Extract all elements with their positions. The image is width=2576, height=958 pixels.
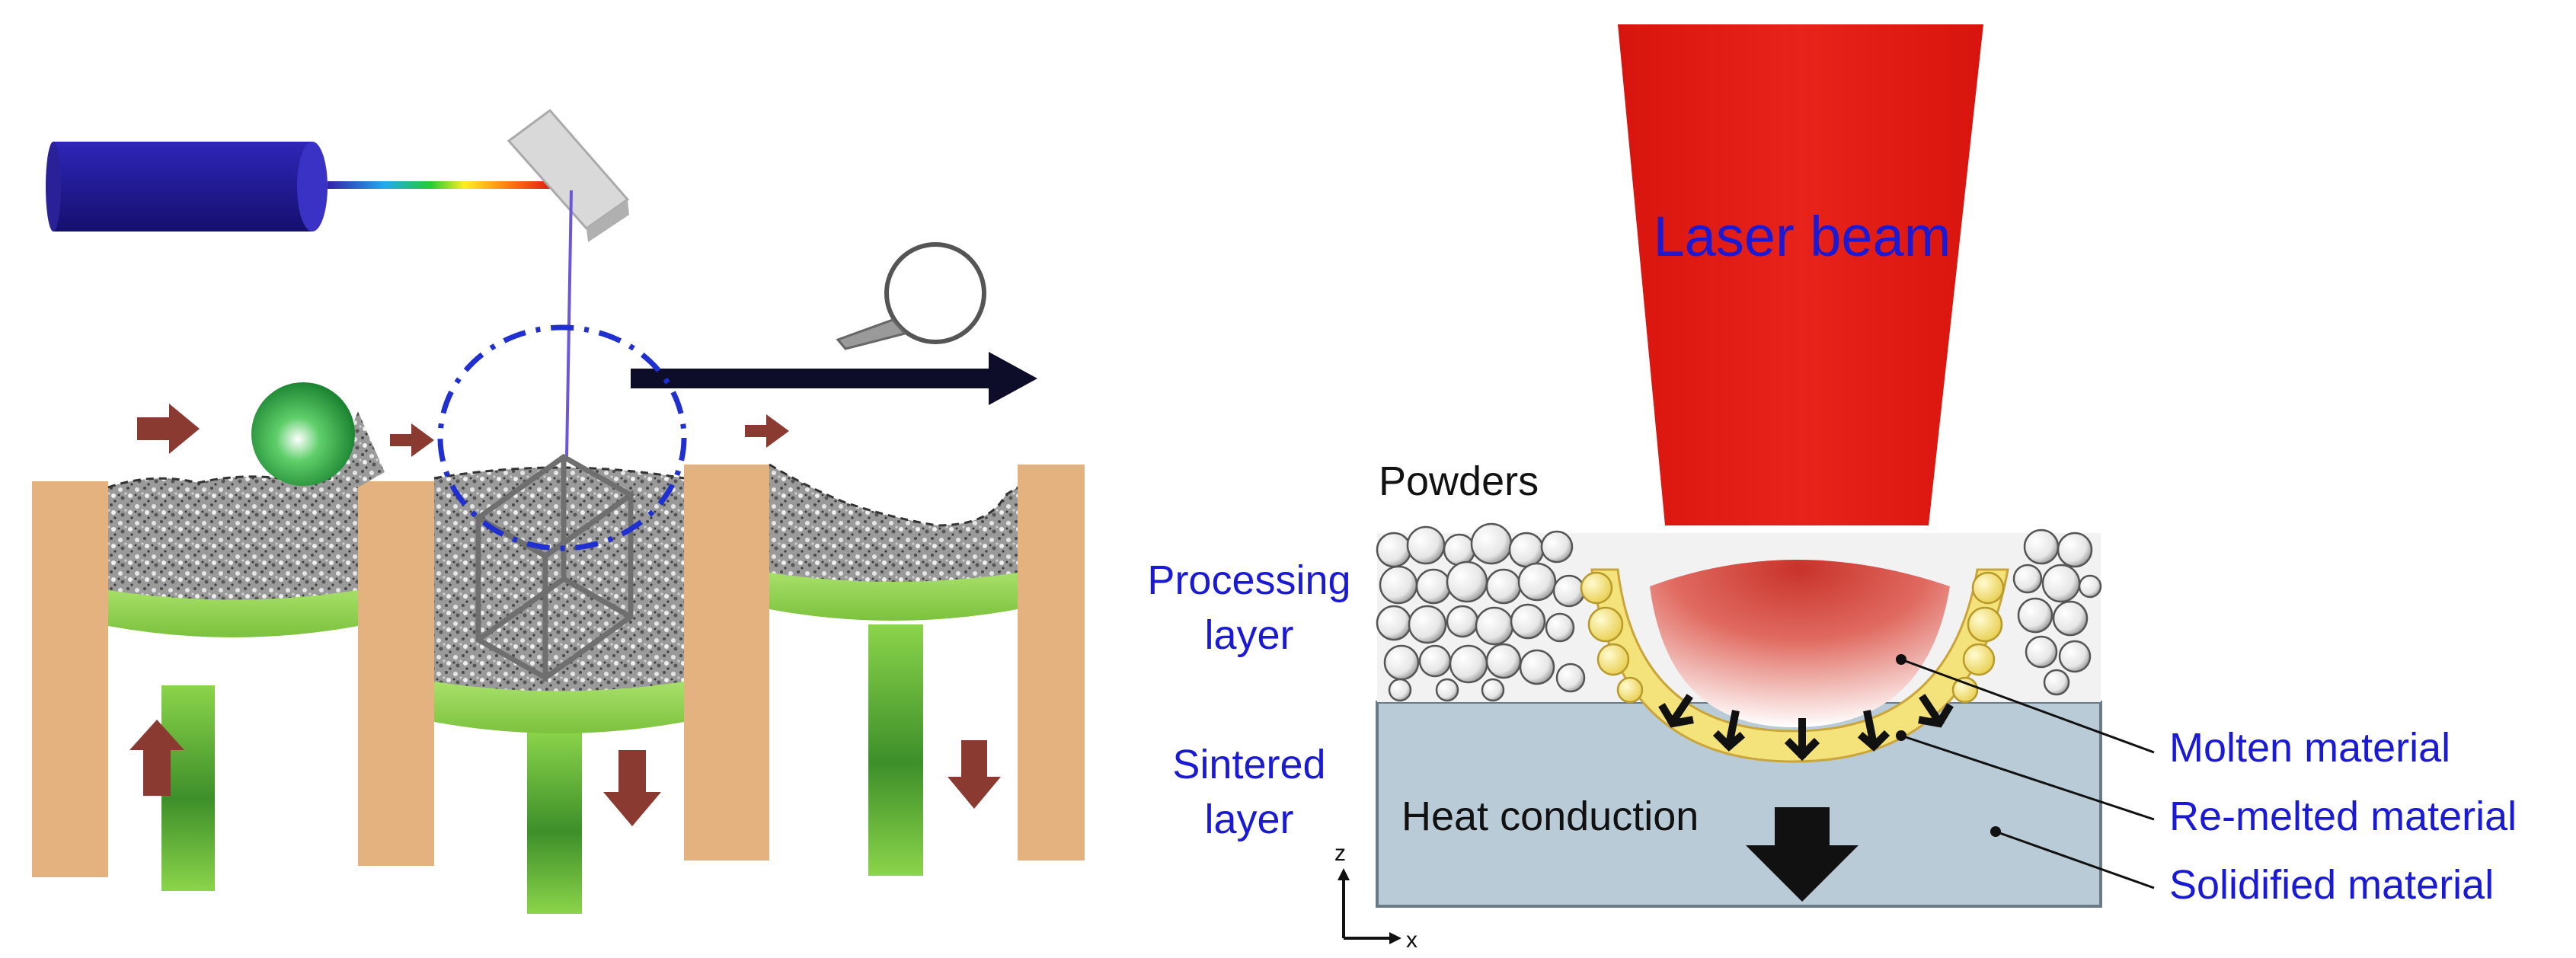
mirror-icon: [507, 108, 630, 242]
arrow-up-left: [129, 720, 184, 796]
arrow-down-mid: [603, 750, 661, 826]
axis-indicator: [1338, 868, 1401, 944]
zoom-arrow: [631, 352, 1037, 405]
overflow-chamber: [769, 463, 1018, 876]
arrow-right-2: [390, 423, 434, 457]
partially-melted-particles: [1580, 571, 2005, 704]
laser-beam: [1618, 24, 1983, 525]
sintered-layer-label-1: Sintered: [1172, 742, 1325, 787]
solidified-material-label: Solidified material: [2169, 862, 2494, 908]
laser-source: [46, 142, 328, 232]
axis-x-label: x: [1406, 928, 1417, 953]
magnifier-icon: [836, 242, 986, 350]
arrow-down-right: [948, 740, 1001, 809]
scanning-beam: [565, 190, 573, 458]
build-chamber: [433, 466, 685, 914]
direction-arrows: [129, 404, 1001, 826]
laser-beam-label: Laser beam: [1654, 205, 1951, 268]
powder-particles-right: [2012, 528, 2102, 696]
remelted-material-label: Re-melted material: [2169, 794, 2517, 839]
powder-particles-left: [1376, 522, 1586, 702]
remelted-zone: [1590, 568, 2009, 763]
wall-mid-right: [684, 465, 769, 861]
heat-flow-arrows: [1658, 694, 1954, 762]
sintered-layer-label-2: layer: [1204, 797, 1293, 842]
arrow-right-3: [745, 414, 789, 448]
wall-right: [1018, 465, 1085, 861]
zoom-circle: [437, 324, 687, 551]
heat-conduction-label: Heat conduction: [1401, 794, 1699, 839]
cube-part-icon: [473, 453, 636, 683]
leader-lines: [1896, 654, 2155, 889]
molten-pool: [1650, 560, 1950, 727]
wall-mid-left: [358, 481, 434, 866]
molten-material-label: Molten material: [2169, 725, 2450, 771]
powder-supply-chamber: [107, 411, 385, 891]
wall-left: [32, 481, 108, 877]
processing-layer-label-1: Processing: [1147, 557, 1350, 603]
arrow-right-1: [137, 404, 200, 454]
processing-layer-label-2: layer: [1204, 612, 1293, 658]
heat-conduction-arrow: [1746, 807, 1858, 902]
melt-pool-detail: Laser beam: [1147, 24, 2517, 953]
roller-ball-icon: [251, 382, 355, 486]
laser-spectrum-beam: [328, 181, 556, 189]
powders-label: Powders: [1379, 458, 1539, 504]
axis-z-label: z: [1334, 841, 1346, 866]
slm-machine-schematic: [32, 108, 1085, 914]
